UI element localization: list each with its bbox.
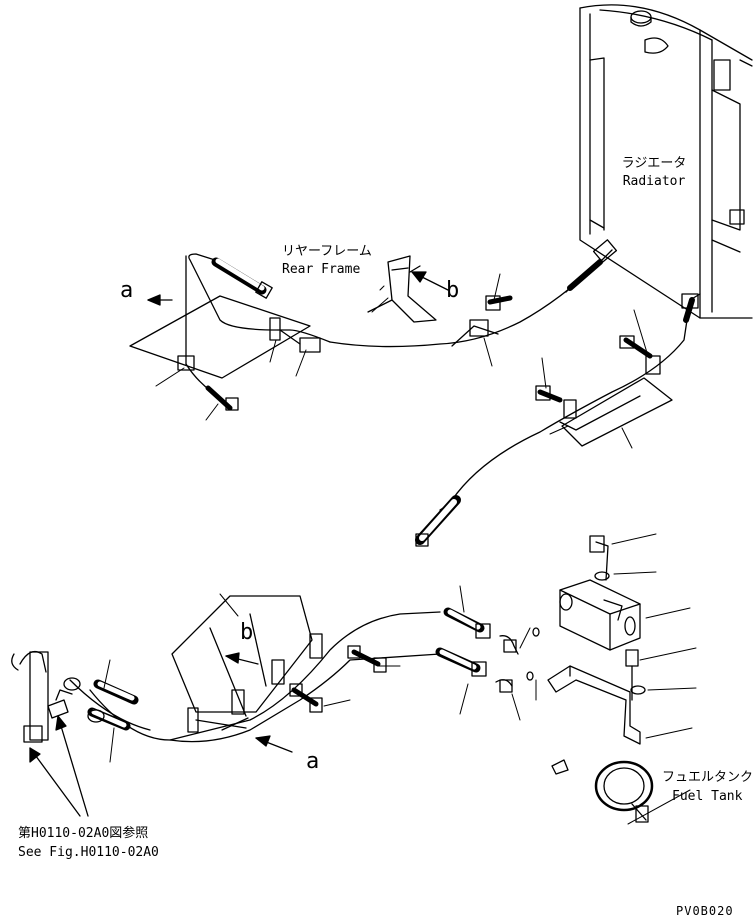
radiator-drawing <box>579 4 753 319</box>
ref-b-bottom: b <box>240 620 254 645</box>
fuel-tank-label-jp: フュエルタンク <box>662 770 754 785</box>
drawing-code: PV0B020 <box>676 904 734 918</box>
upper-hose-assembly <box>129 239 701 547</box>
see-fig-label-jp: 第H0110-02A0図参照 <box>18 826 149 841</box>
rear-frame-label-jp: リヤーフレーム <box>282 244 372 259</box>
ref-a-bottom: a <box>306 749 320 774</box>
see-fig-label-en: See Fig.H0110-02A0 <box>18 845 159 860</box>
radiator-label-en: Radiator <box>622 174 686 189</box>
fuel-tank-label-en: Fuel Tank <box>672 789 743 804</box>
lower-hose-assembly <box>11 535 654 823</box>
reference-arrows <box>29 271 449 817</box>
leader-lines <box>103 273 697 825</box>
radiator-label-jp: ラジエータ <box>621 156 687 171</box>
rear-frame-label-en: Rear Frame <box>282 262 361 277</box>
ref-b-top: b <box>446 278 460 303</box>
ref-a-top: a <box>120 278 134 303</box>
